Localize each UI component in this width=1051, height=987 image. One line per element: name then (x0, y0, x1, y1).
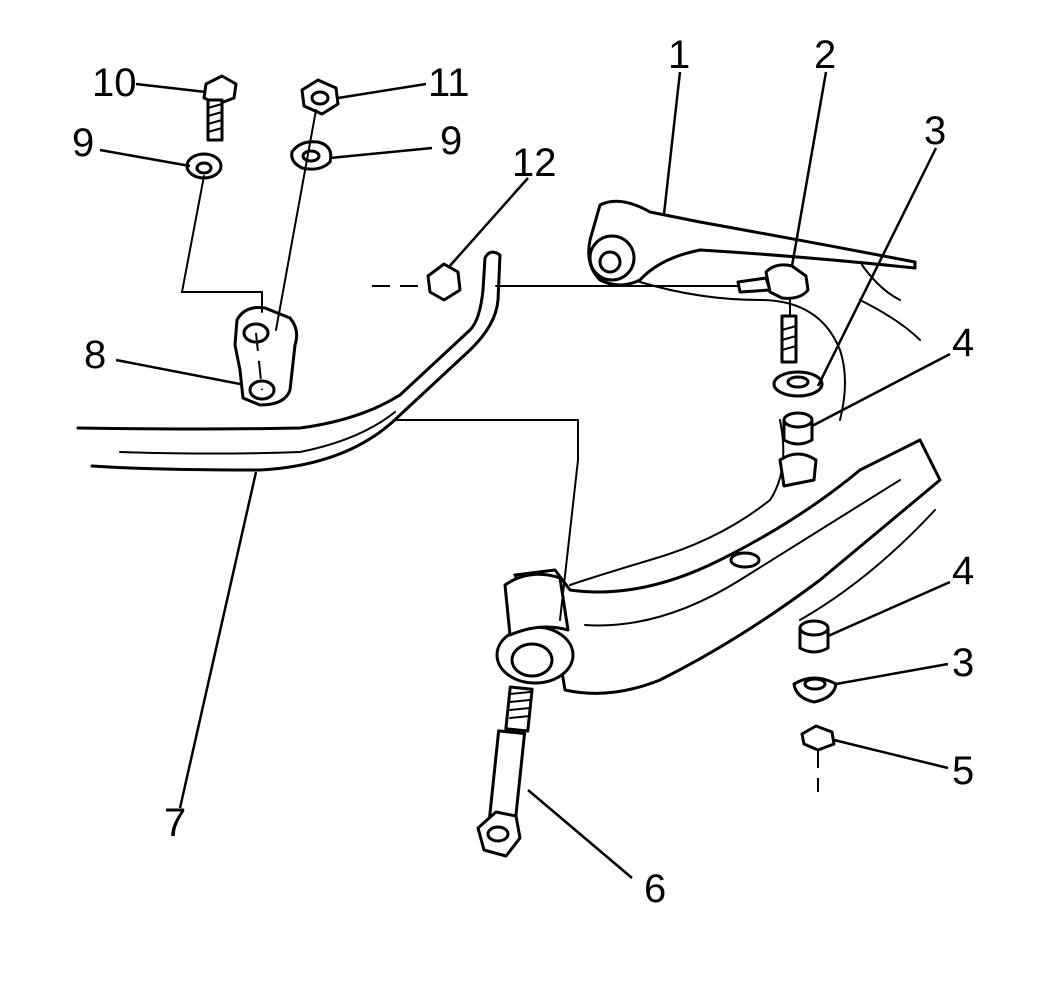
callout-11: 11 (428, 61, 470, 105)
control-arm-bolt (476, 685, 534, 858)
lower-control-arm (495, 419, 942, 695)
callout-9-left: 9 (72, 121, 94, 165)
callout-6: 6 (644, 867, 666, 911)
callout-5: 5 (952, 749, 974, 793)
stabilizer-bracket (233, 306, 299, 407)
bracket-bolt (202, 74, 238, 142)
bar-end-nut (426, 262, 462, 302)
washer-right (290, 140, 333, 171)
stabilizer-link (736, 263, 810, 364)
callout-10: 10 (92, 61, 137, 105)
callout-8: 8 (84, 333, 106, 377)
callout-7: 7 (164, 801, 186, 845)
callout-9-right: 9 (440, 119, 462, 163)
bracket-nut (300, 78, 340, 116)
callout-12: 12 (512, 141, 557, 185)
washer-left (185, 152, 223, 180)
upper-retainer (772, 370, 824, 398)
bolt-axis-line (180, 175, 263, 313)
upper-grommet (782, 411, 814, 446)
lower-link-nut (800, 724, 836, 752)
callout-2: 2 (814, 33, 836, 77)
callout-1: 1 (668, 33, 690, 77)
callout-4-top: 4 (952, 321, 974, 365)
stabilizer-bar (76, 250, 502, 472)
lower-arm-boss (778, 452, 818, 488)
lower-retainer (792, 676, 838, 704)
callout-3-bottom: 3 (952, 641, 974, 685)
nut-axis-line (275, 109, 317, 331)
callout-3-top: 3 (924, 109, 946, 153)
lower-grommet (798, 619, 830, 654)
bolt-axis-line-lower (559, 419, 579, 621)
upper-control-arm (587, 199, 921, 421)
callout-4-bottom: 4 (952, 549, 974, 593)
